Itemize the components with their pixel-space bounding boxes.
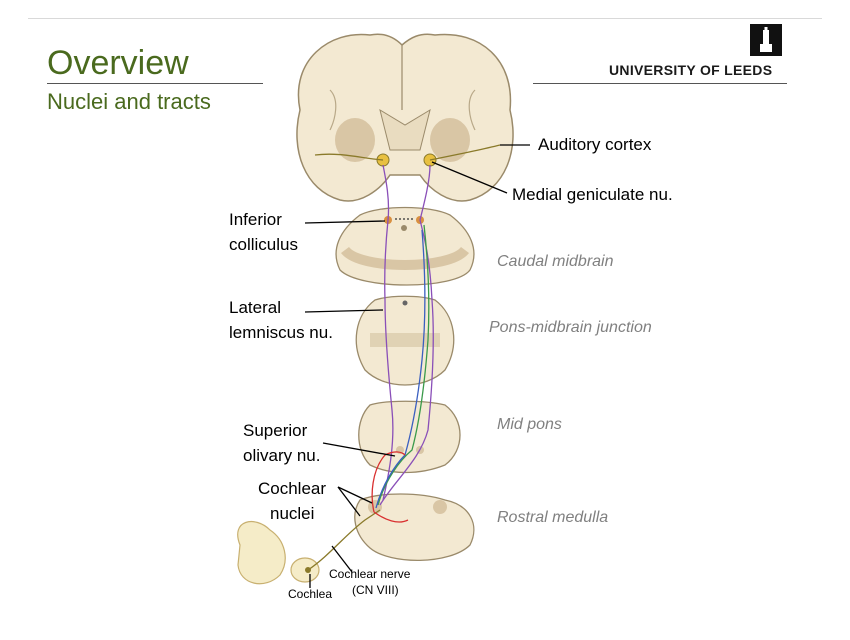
caudal-midbrain-section bbox=[335, 206, 475, 286]
leader-lines bbox=[304, 144, 530, 588]
title-underline bbox=[47, 83, 263, 84]
label-lateral-lemniscus-line1: Lateral bbox=[229, 298, 281, 317]
label-cochlear-nerve-line2: (CN VIII) bbox=[352, 583, 399, 597]
slide-subtitle: Nuclei and tracts bbox=[47, 89, 211, 114]
level-mid-pons: Mid pons bbox=[497, 416, 562, 433]
inner-ear bbox=[237, 521, 320, 585]
label-superior-olivary-line2: olivary nu. bbox=[243, 446, 321, 465]
label-cochlea: Cochlea bbox=[288, 587, 333, 601]
label-superior-olivary-line1: Superior bbox=[243, 421, 308, 440]
cerebrum-section bbox=[296, 33, 514, 202]
level-caudal-midbrain: Caudal midbrain bbox=[497, 253, 614, 270]
university-name: UNIVERSITY OF LEEDS bbox=[609, 62, 773, 78]
slide-title: Overview bbox=[47, 44, 189, 82]
label-medial-geniculate: Medial geniculate nu. bbox=[512, 185, 673, 204]
level-rostral-medulla: Rostral medulla bbox=[497, 509, 609, 526]
header-underline bbox=[533, 83, 787, 84]
label-cochlear-nuclei-line2: nuclei bbox=[270, 504, 315, 523]
label-inferior-colliculus-line1: Inferior bbox=[229, 210, 282, 229]
label-auditory-cortex: Auditory cortex bbox=[538, 135, 652, 154]
label-lateral-lemniscus-line2: lemniscus nu. bbox=[229, 323, 333, 342]
label-cochlear-nuclei-line1: Cochlear bbox=[258, 479, 327, 498]
rostral-medulla-section bbox=[354, 493, 475, 562]
leeds-tower-crest-icon bbox=[750, 24, 782, 56]
level-pons-midbrain-junction: Pons-midbrain junction bbox=[489, 319, 652, 336]
pons-midbrain-section bbox=[355, 295, 455, 386]
label-cochlear-nerve-line1: Cochlear nerve bbox=[329, 567, 411, 581]
top-divider bbox=[28, 18, 822, 19]
auditory-tracts bbox=[307, 164, 434, 571]
label-inferior-colliculus-line2: colliculus bbox=[229, 235, 298, 254]
